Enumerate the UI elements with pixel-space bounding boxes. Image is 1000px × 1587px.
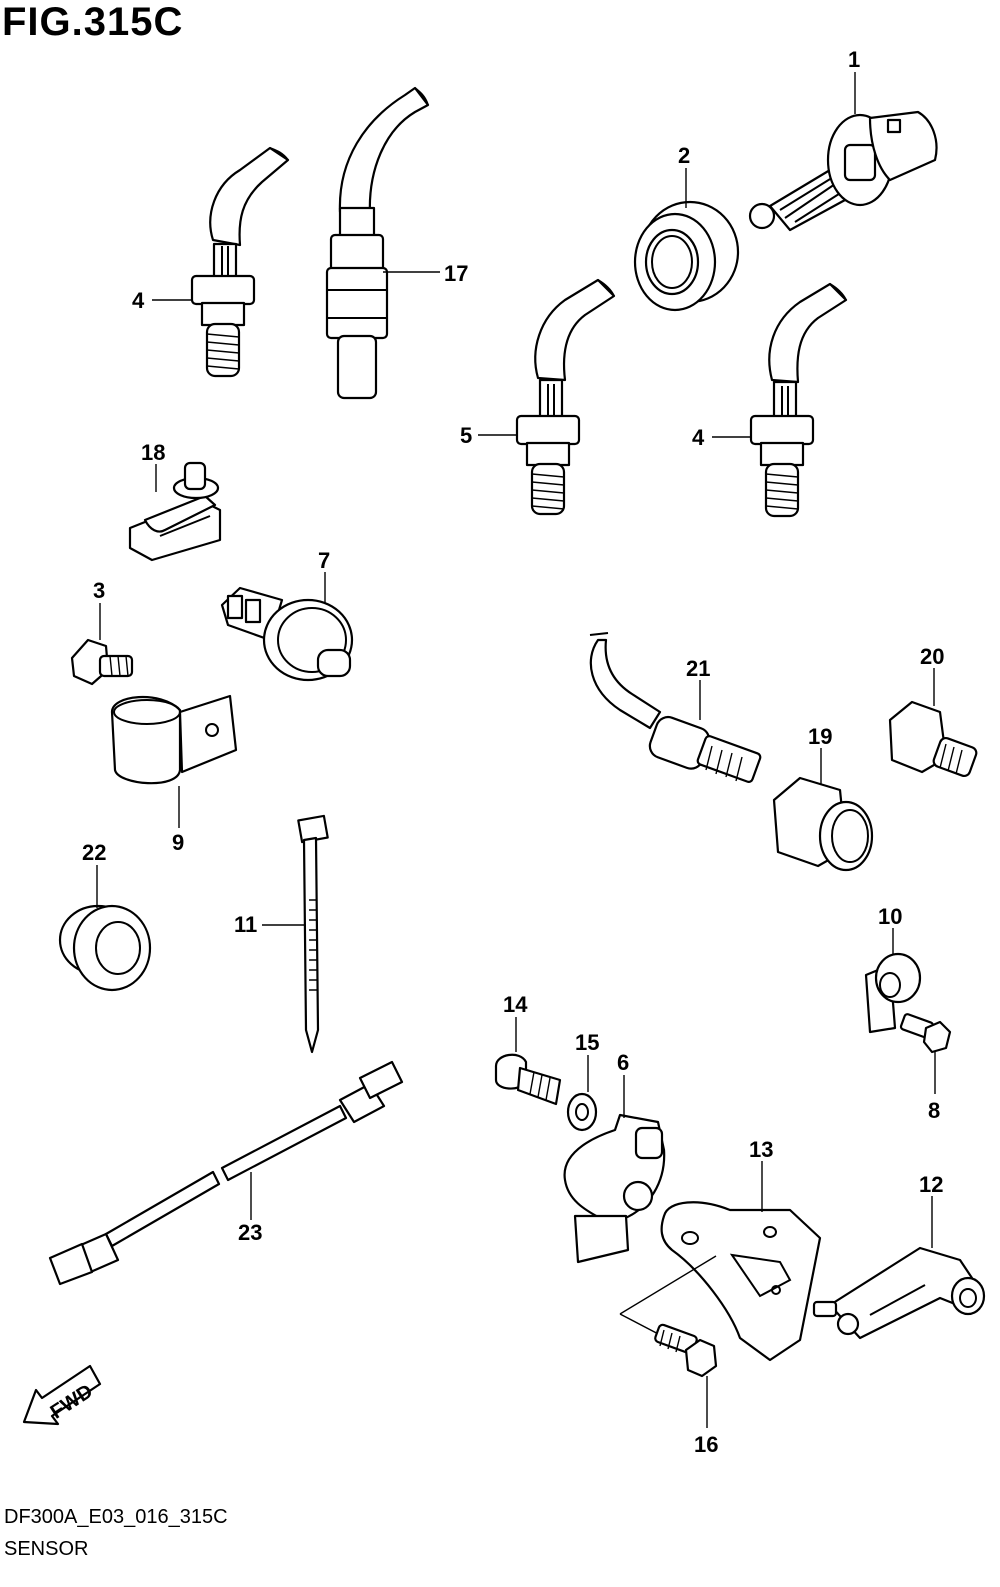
part-22-grommet[interactable] <box>58 904 152 992</box>
callout-8: 8 <box>928 1098 940 1123</box>
callout-9: 9 <box>172 830 184 855</box>
callout-21: 21 <box>686 656 710 681</box>
callout-15: 15 <box>575 1030 599 1055</box>
part-7-switch[interactable] <box>220 586 354 682</box>
part-1-sender[interactable] <box>748 110 938 232</box>
figure-name: SENSOR <box>4 1538 89 1560</box>
figure-code: DF300A_E03_016_315C <box>4 1506 228 1528</box>
callout-20: 20 <box>920 644 944 669</box>
callout-5: 5 <box>460 423 472 448</box>
part-16-bolt[interactable] <box>619 1255 718 1378</box>
callout-11: 11 <box>234 912 257 937</box>
callout-14: 14 <box>503 992 528 1017</box>
part-19-plug[interactable] <box>772 776 874 872</box>
part-4-sensor-left[interactable] <box>190 146 290 378</box>
part-14-bolt[interactable] <box>494 1053 562 1106</box>
callout-3: 3 <box>93 578 105 603</box>
callout-12: 12 <box>919 1172 943 1197</box>
part-23-harness[interactable] <box>48 1060 404 1286</box>
figure-title: FIG.315C <box>2 0 184 44</box>
callout-17: 17 <box>444 261 468 286</box>
callout-2: 2 <box>678 143 690 168</box>
part-8-bolt[interactable] <box>899 1013 952 1054</box>
callout-6: 6 <box>617 1050 629 1075</box>
part-2-grommet[interactable] <box>633 200 740 312</box>
callout-16: 16 <box>694 1432 718 1457</box>
callout-10: 10 <box>878 904 902 929</box>
callout-23: 23 <box>238 1220 262 1245</box>
callout-7: 7 <box>318 548 330 573</box>
part-20-plug[interactable] <box>888 700 978 778</box>
callout-4-lower: 4 <box>692 425 705 450</box>
part-4-sensor-right[interactable] <box>749 282 848 518</box>
part-13-bracket[interactable] <box>660 1201 822 1362</box>
callout-4-upper: 4 <box>132 288 145 313</box>
callout-19: 19 <box>808 724 832 749</box>
callout-18: 18 <box>141 440 165 465</box>
fwd-arrow-icon: FWD <box>22 1364 102 1426</box>
part-10-clamp[interactable] <box>864 952 922 1034</box>
part-15-washer[interactable] <box>566 1092 598 1132</box>
callout-22: 22 <box>82 840 106 865</box>
part-11-cable-tie[interactable] <box>297 814 329 1054</box>
part-5-sensor[interactable] <box>515 278 616 516</box>
part-9-clamp[interactable] <box>110 694 238 785</box>
part-12-arm[interactable] <box>812 1246 986 1340</box>
callout-13: 13 <box>749 1137 773 1162</box>
callout-1: 1 <box>848 47 860 72</box>
part-21-sensor[interactable] <box>589 632 762 783</box>
part-6-position-sensor[interactable] <box>563 1113 666 1264</box>
part-18-clip[interactable] <box>128 461 222 562</box>
part-17-sensor[interactable] <box>325 86 430 400</box>
part-3-bolt[interactable] <box>70 638 134 686</box>
